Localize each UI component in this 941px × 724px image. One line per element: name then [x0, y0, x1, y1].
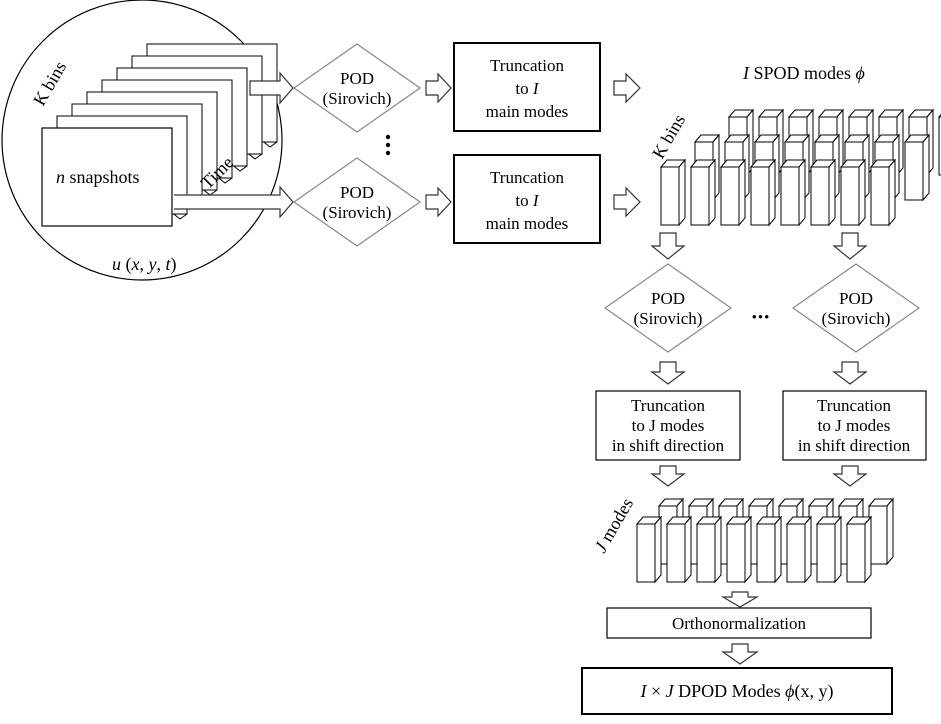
svg-text:Truncation: Truncation: [631, 396, 705, 415]
j-to-ortho-arrow: [723, 592, 757, 607]
field-label: u (x, y, t): [112, 254, 177, 275]
svg-text:main modes: main modes: [486, 102, 569, 121]
ortho-to-final-arrow: [723, 644, 757, 664]
trunc-to-spod-arrow-bottom: [614, 188, 640, 216]
spod-to-pod-arrow-right: [834, 233, 866, 259]
j-mode-cell: [787, 517, 811, 582]
svg-text:to I: to I: [515, 191, 539, 210]
spod-modes-label: I SPOD modes ϕ: [742, 63, 865, 83]
trunc2-to-j-arrow-right: [834, 466, 866, 486]
final-dpod-box: I × J DPOD Modes ϕ(x, y): [582, 668, 892, 714]
pod-diamond-bottom: POD (Sirovich): [294, 158, 420, 246]
spod-modes-block: I SPOD modes ϕ K bins: [648, 63, 941, 225]
vertical-ellipsis: [386, 135, 390, 155]
spod-mode-cell: [871, 160, 895, 225]
spod-to-pod-arrow-left: [652, 233, 684, 259]
svg-text:Truncation: Truncation: [490, 56, 564, 75]
trunc-to-spod-arrow-top: [614, 74, 640, 102]
spod-mode-cell: [661, 160, 685, 225]
truncation2-box-left: Truncation to J modes in shift direction: [596, 391, 740, 460]
spod-mode-cell: [721, 160, 745, 225]
pod-bottom-line2: (Sirovich): [323, 203, 392, 222]
j-modes-label: J modes: [590, 494, 637, 556]
svg-text:POD: POD: [651, 289, 685, 308]
j-mode-cell: [869, 499, 893, 564]
svg-text:Truncation: Truncation: [490, 168, 564, 187]
j-mode-cell: [817, 517, 841, 582]
svg-text:(Sirovich): (Sirovich): [634, 309, 703, 328]
truncation-box-bottom: Truncation to I main modes: [454, 155, 600, 243]
truncation-box-top: Truncation to I main modes: [454, 43, 600, 131]
spod-mode-cell: [781, 160, 805, 225]
spod-mode-cell: [811, 160, 835, 225]
svg-text:POD: POD: [839, 289, 873, 308]
snapshots-label: n snapshots: [56, 167, 140, 187]
pod-top-line1: POD: [340, 69, 374, 88]
pod-to-trunc-arrow-bottom: [426, 188, 451, 216]
pod-diamond-top: POD (Sirovich): [294, 44, 420, 132]
spod-mode-cell: [905, 135, 929, 200]
pod2-diamond-left: POD (Sirovich): [605, 264, 731, 352]
horizontal-ellipsis: •••: [752, 310, 771, 326]
svg-text:to J modes: to J modes: [818, 416, 891, 435]
pod-bottom-line1: POD: [340, 183, 374, 202]
svg-text:in shift direction: in shift direction: [798, 436, 911, 455]
pod-to-trunc-arrow-top: [426, 74, 451, 102]
j-mode-cell: [727, 517, 751, 582]
svg-text:to I: to I: [515, 79, 539, 98]
trunc2-to-j-arrow-left: [652, 466, 684, 486]
spod-k-bins-label: K bins: [648, 111, 689, 162]
svg-text:in shift direction: in shift direction: [612, 436, 725, 455]
j-mode-cell: [697, 517, 721, 582]
svg-text:Truncation: Truncation: [817, 396, 891, 415]
truncation2-box-right: Truncation to J modes in shift direction: [783, 391, 926, 460]
pod2-diamond-right: POD (Sirovich): [793, 264, 919, 352]
spod-mode-cell: [751, 160, 775, 225]
svg-text:Orthonormalization: Orthonormalization: [672, 614, 807, 633]
spod-mode-cell: [841, 160, 865, 225]
pod-top-line2: (Sirovich): [323, 89, 392, 108]
j-mode-cell: [637, 517, 661, 582]
pod2-to-trunc2-arrow-right: [834, 362, 866, 384]
j-mode-grid: [637, 499, 893, 582]
orthonormalization-box: Orthonormalization: [607, 608, 871, 638]
j-mode-cell: [667, 517, 691, 582]
svg-text:(Sirovich): (Sirovich): [822, 309, 891, 328]
svg-text:I × J DPOD Modes ϕ(x, y): I × J DPOD Modes ϕ(x, y): [640, 681, 834, 702]
svg-text:to J modes: to J modes: [632, 416, 705, 435]
j-modes-block: J modes: [590, 494, 893, 582]
svg-text:main modes: main modes: [486, 214, 569, 233]
pod2-to-trunc2-arrow-left: [652, 362, 684, 384]
input-data-group: n snapshots K bins Time u (x, y, t): [2, 0, 282, 280]
spod-mode-cell: [691, 160, 715, 225]
j-mode-cell: [757, 517, 781, 582]
j-mode-cell: [847, 517, 871, 582]
spod-mode-grid: [661, 110, 941, 225]
